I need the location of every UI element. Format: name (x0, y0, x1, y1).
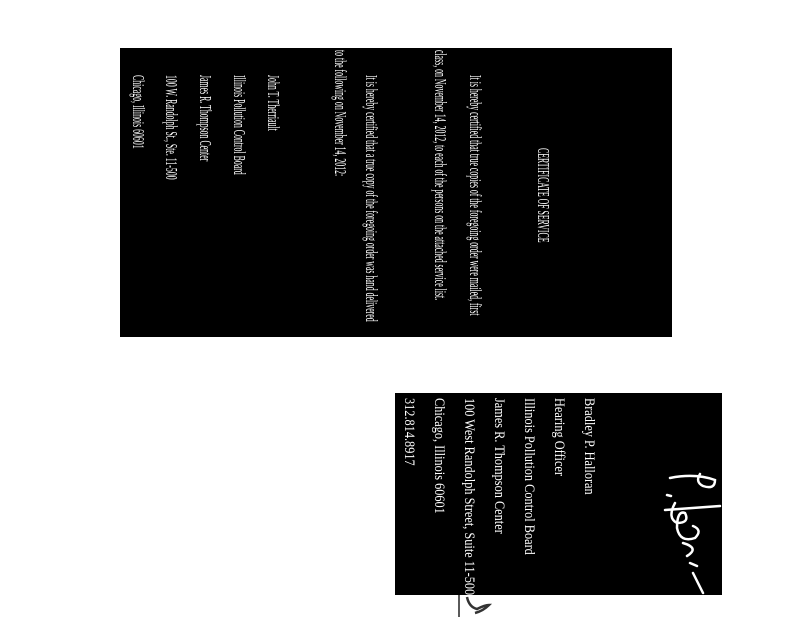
signer-address-line: Chicago, Illinois 60601 (431, 398, 447, 514)
signer-address-line: 100 West Randolph Street, Suite 11-500 (461, 398, 477, 596)
paragraph2-line2: to the following on November 14, 2012: (331, 50, 350, 177)
address-line: 100 W. Randolph St., Ste. 11-500 (162, 75, 181, 180)
signer-address-line: Illinois Pollution Control Board (521, 398, 537, 555)
signer-phone: 312.814.8917 (401, 398, 417, 466)
address-line: John T. Therriault (264, 75, 283, 131)
scan-mark (458, 595, 493, 617)
address-line: Chicago, Illinois 60601 (129, 75, 148, 149)
address-line: Illinois Pollution Control Board (230, 75, 249, 175)
address-line: James R. Thompson Center (196, 75, 215, 162)
signer-name: Bradley P. Halloran (581, 398, 597, 495)
signer-address-line: James R. Thompson Center (491, 398, 507, 534)
signer-title: Hearing Officer (551, 398, 567, 476)
signature-block-box: Bradley P. Halloran Hearing Officer Illi… (395, 393, 722, 595)
handwritten-signature (663, 472, 722, 595)
paragraph1-line2: class, on November 14, 2012, to each of … (431, 50, 450, 301)
paragraph2-line1: It is hereby certified that a true copy … (362, 75, 381, 322)
certificate-title: CERTIFICATE OF SERVICE (534, 148, 553, 243)
certificate-of-service-box: CERTIFICATE OF SERVICE It is hereby cert… (120, 48, 672, 337)
paragraph1-line1: It is hereby certified that true copies … (466, 75, 485, 316)
